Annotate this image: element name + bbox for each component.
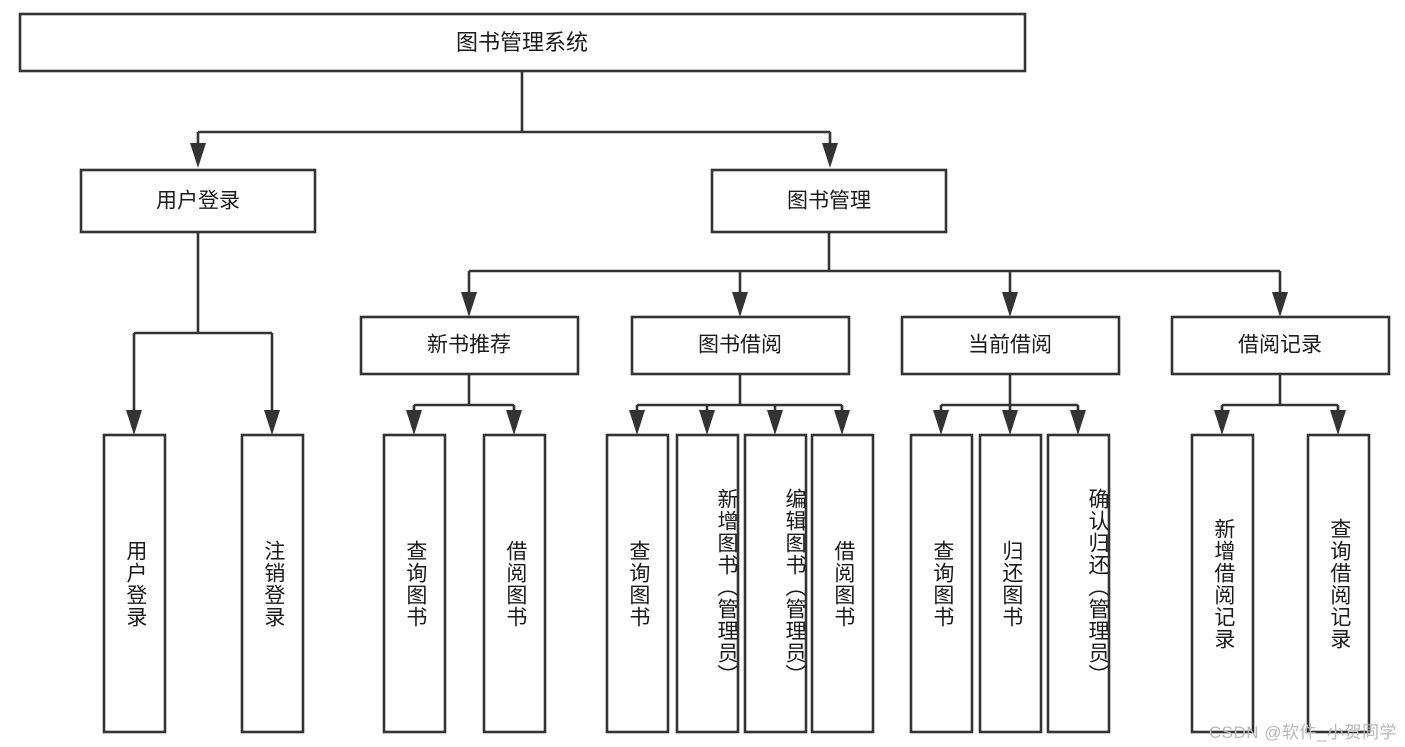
arrow-head-leaf-query-book-1 [406,410,422,435]
arrow-head-book-borrow [732,292,748,317]
arrow-head-user-login [190,143,206,168]
leaf-logout-box[interactable] [240,433,305,734]
node-book-borrow-box[interactable] [630,315,851,376]
leaf-add-record-box[interactable] [1190,433,1255,734]
arrow-head-book-mgmt [822,143,838,168]
node-borrow-record-box[interactable] [1170,315,1391,376]
leaf-borrow-book-1-box[interactable] [482,433,547,734]
arrow-head-leaf-borrow-book-2 [834,410,850,435]
leaf-query-book-2-box[interactable] [605,433,670,734]
arrow-head-leaf-add-record [1214,410,1230,435]
node-borrow-record-label: 借阅记录 [1238,334,1322,357]
arrow-head-leaf-user-login [126,410,142,435]
csdn-watermark: CSDN @软件_小贺同学 [1208,723,1397,742]
arrow-head-leaf-add-book [699,410,715,435]
arrow-head-leaf-logout [264,410,280,435]
arrow-head-borrow-record [1272,292,1288,317]
node-book-mgmt-label: 图书管理 [787,190,871,213]
node-new-book-label: 新书推荐 [427,334,511,357]
node-root-label: 图书管理系统 [456,30,588,55]
arrow-head-new-book [461,292,477,317]
arrow-head-leaf-query-book-3 [933,410,949,435]
leaf-query-book-1-box[interactable] [382,433,447,734]
leaf-add-book-box[interactable] [675,433,740,734]
leaf-borrow-book-2-box[interactable] [810,433,875,734]
node-root-box[interactable] [18,12,1027,73]
leaf-return-book-box[interactable] [978,433,1043,734]
node-new-book-box[interactable] [359,315,580,376]
leaf-user-login-box[interactable] [102,433,167,734]
arrow-head-leaf-edit-book [767,410,783,435]
leaf-query-record-box[interactable] [1306,433,1371,734]
arrow-head-leaf-query-book-2 [629,410,645,435]
leaf-edit-book-box[interactable] [743,433,808,734]
leaf-query-book-3-box[interactable] [909,433,974,734]
arrow-head-leaf-borrow-book-1 [506,410,522,435]
arrow-head-current-borrow [1002,292,1018,317]
leaf-confirm-return-box[interactable] [1046,433,1111,734]
node-current-borrow-label: 当前借阅 [968,334,1052,357]
arrow-head-leaf-confirm-return [1070,410,1086,435]
node-book-borrow-label: 图书借阅 [698,334,782,357]
arrow-head-leaf-query-record [1330,410,1346,435]
node-current-borrow-box[interactable] [900,315,1121,376]
node-book-mgmt-box[interactable] [710,168,948,234]
arrow-head-leaf-return-book [1002,410,1018,435]
node-user-login-label: 用户登录 [156,190,240,213]
